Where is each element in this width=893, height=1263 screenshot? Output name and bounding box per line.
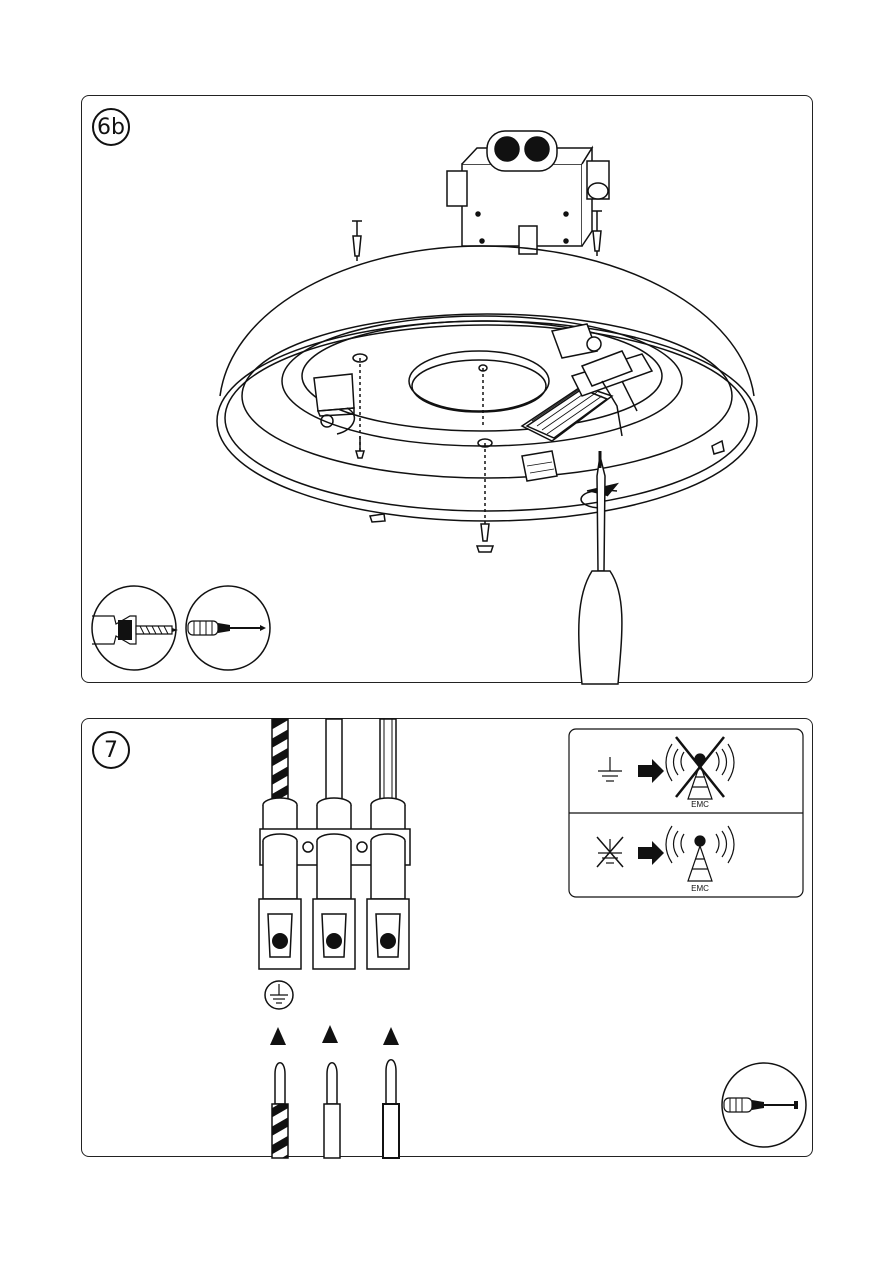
- ceiling-lamp-illustration: [82, 96, 814, 684]
- neutral-wire-top: [326, 719, 342, 804]
- step-6b-panel: 6b: [81, 95, 813, 683]
- ceiling-screw-right: [592, 211, 602, 256]
- earth-wire-stripped: [272, 1063, 288, 1158]
- step-7-panel: 7: [81, 718, 813, 1157]
- terminal-block-illustration: EMC EMC: [82, 719, 814, 1158]
- terminal-screw-earth: [272, 933, 288, 949]
- screwdriver-icon: [722, 1063, 806, 1147]
- screwdriver-icon: [186, 586, 270, 670]
- neutral-wire-stripped: [324, 1063, 340, 1158]
- live-wire-top: [380, 719, 396, 804]
- insert-arrow-neutral: [322, 1025, 338, 1043]
- terminal-screw-neutral: [326, 933, 342, 949]
- earth-wire-top: [272, 719, 288, 804]
- insert-arrow-earth: [270, 1027, 286, 1045]
- live-wire-stripped: [383, 1060, 399, 1158]
- lamp-housing: [217, 246, 757, 536]
- junction-box: [447, 131, 609, 254]
- ceiling-screw-left: [352, 221, 362, 261]
- earth-ground-icon: [265, 981, 293, 1009]
- emc-info-box: [569, 729, 803, 897]
- socket-wrench-icon: [92, 586, 178, 670]
- insert-arrow-live: [383, 1027, 399, 1045]
- terminal-screw-live: [380, 933, 396, 949]
- emc-label-1: EMC: [691, 800, 709, 809]
- fixing-screw-bottom: [477, 524, 493, 552]
- emc-label-2: EMC: [691, 884, 709, 893]
